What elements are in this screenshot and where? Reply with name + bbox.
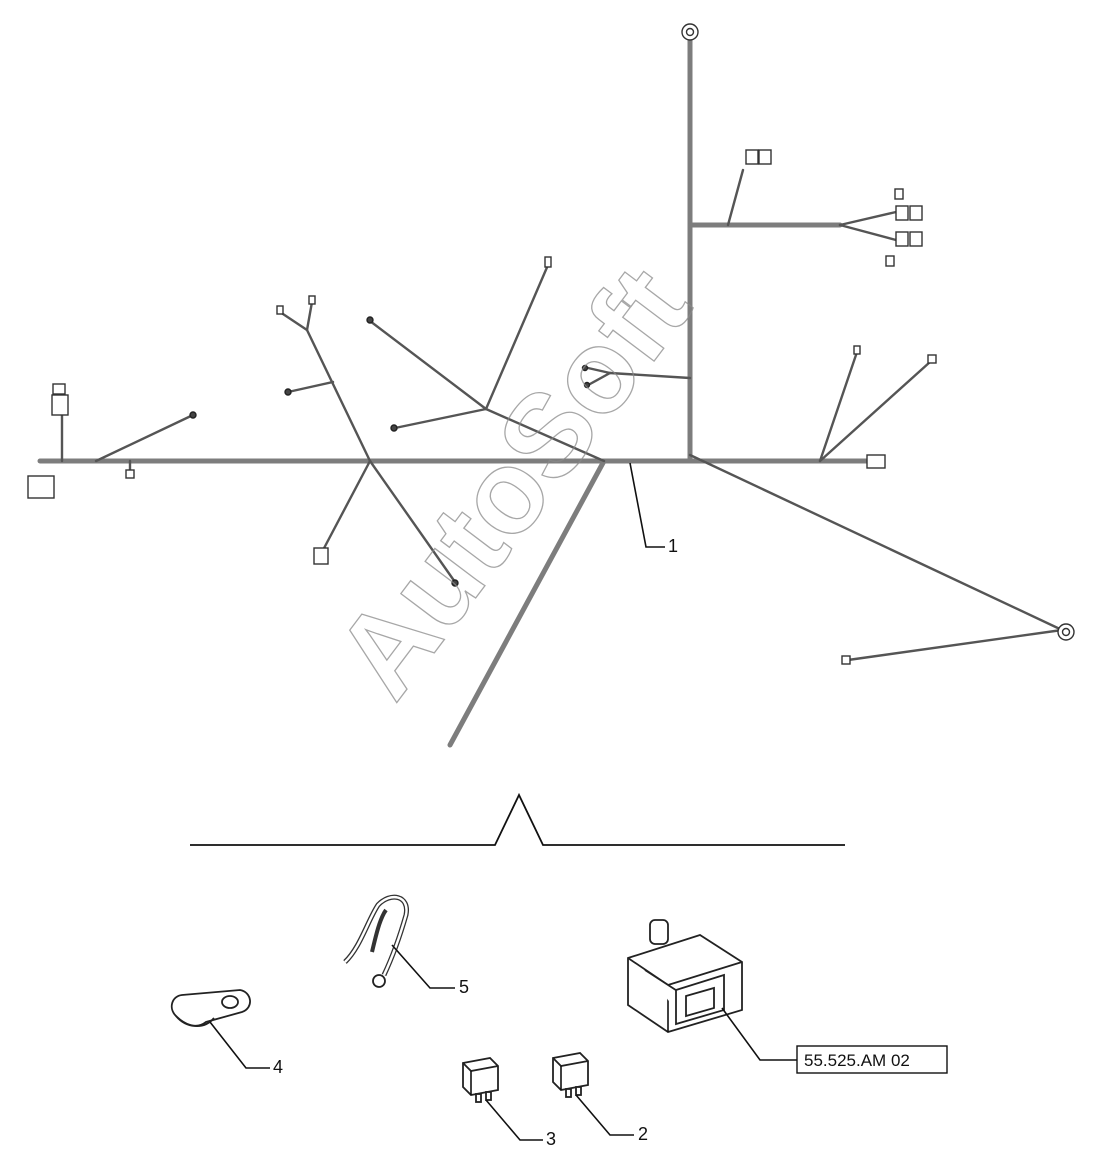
watermark: AutoSoft [310, 243, 715, 720]
callout-1: 1 [629, 462, 678, 556]
diagonal-trunk [447, 458, 607, 748]
wire-branches [60, 168, 1064, 662]
connector-icon [895, 205, 909, 221]
connector-icon [895, 231, 909, 247]
item-label-1: 1 [668, 536, 678, 556]
rocker-switch-icon: 55.525.AM 02 [627, 919, 948, 1074]
item-label-2: 2 [638, 1124, 648, 1144]
reference-label: 55.525.AM 02 [804, 1051, 910, 1070]
connectors [27, 23, 1075, 665]
cable-part-icon: 5 [343, 894, 469, 997]
item-label-4: 4 [273, 1057, 283, 1077]
item-label-3: 3 [546, 1129, 556, 1149]
relay-part-icon-2: 2 [552, 1052, 648, 1144]
connector-icon [27, 475, 55, 499]
relay-part-icon-3: 3 [462, 1057, 556, 1149]
connector-icon [313, 547, 329, 565]
main-harness [37, 37, 878, 748]
bracket-separator [190, 792, 845, 846]
reference-box [796, 1045, 948, 1074]
connector-icon [51, 394, 69, 416]
item-label-5: 5 [459, 977, 469, 997]
clip-part-icon: 4 [170, 989, 283, 1077]
connector-icon [745, 149, 759, 165]
connector-icon [866, 454, 886, 469]
